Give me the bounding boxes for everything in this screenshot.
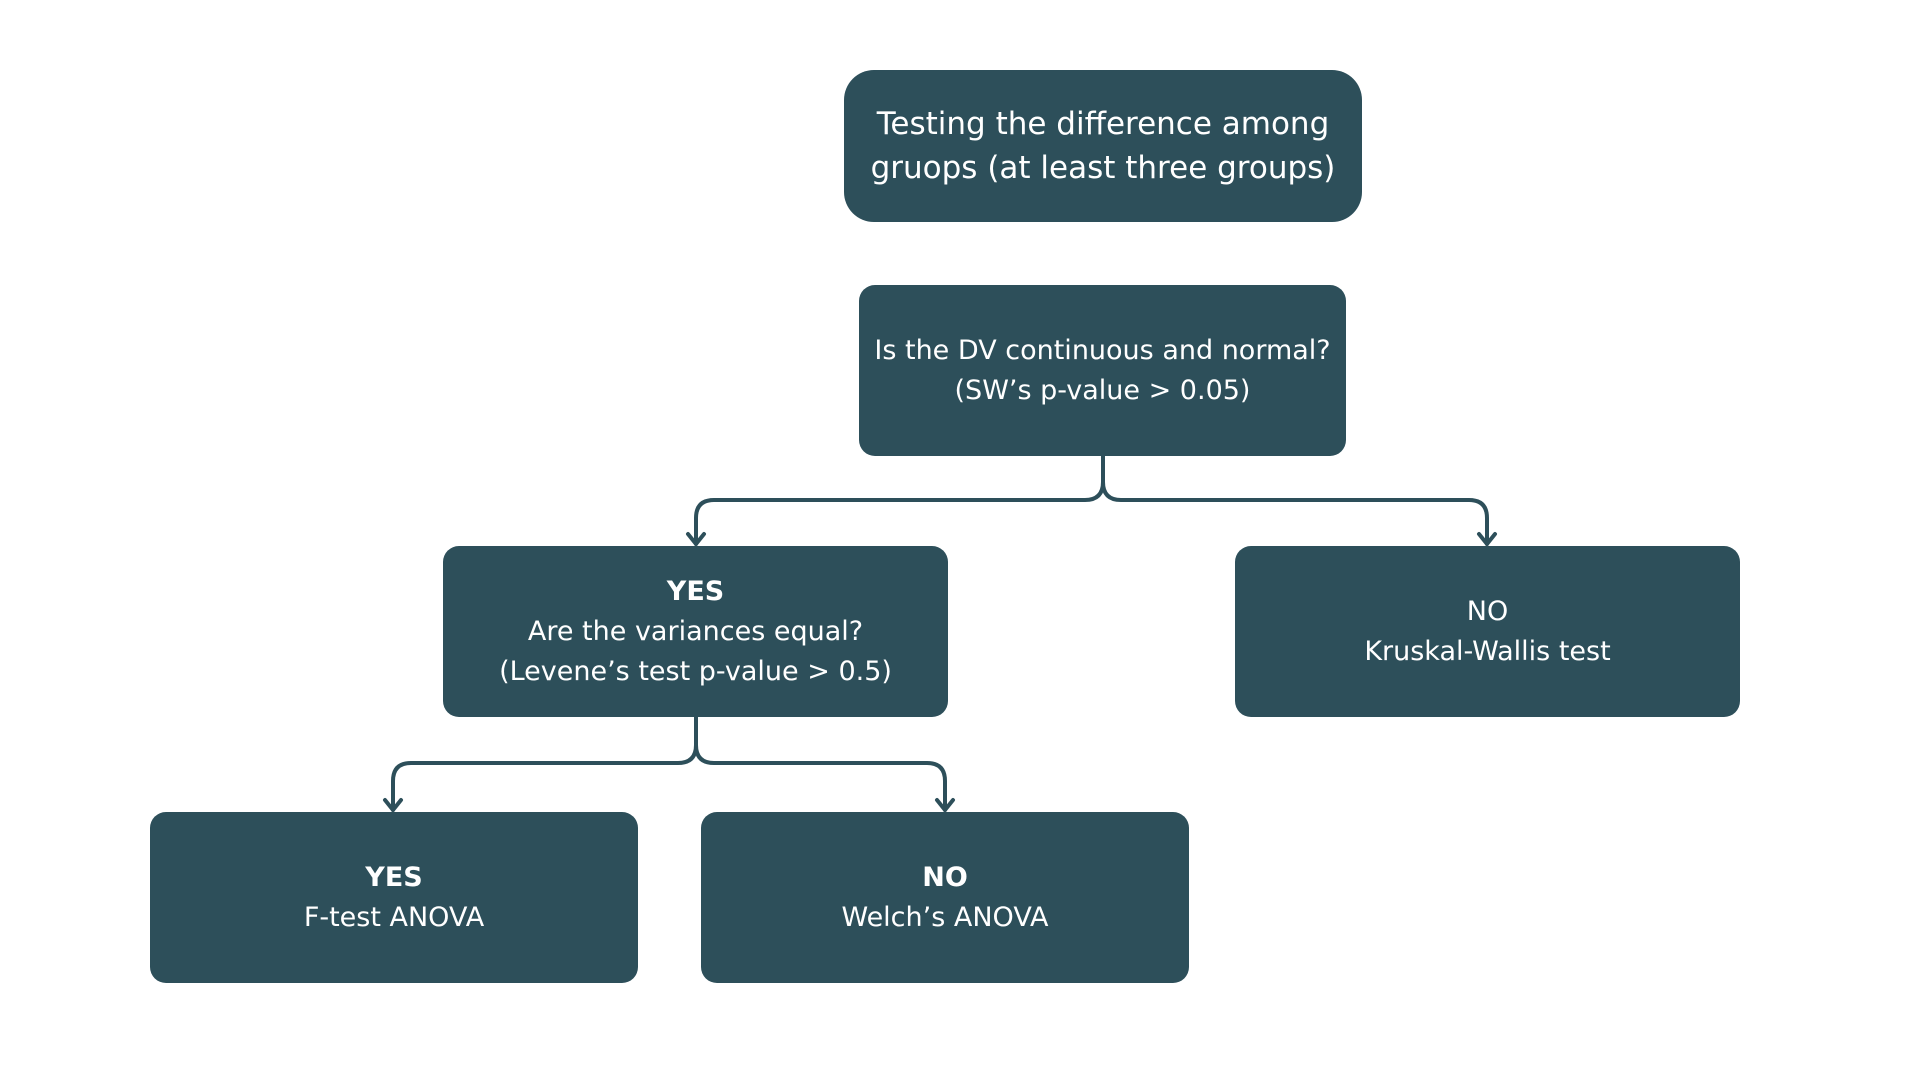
variance-question-line1: Are the variances equal?: [527, 615, 864, 647]
kruskal-wallis-label: Kruskal-Wallis test: [1364, 635, 1611, 667]
variance-yes-answer: YES: [365, 861, 423, 893]
normality-question-line1: Is the DV continuous and normal?: [874, 334, 1331, 366]
normality-question-node: Is the DV continuous and normal? (SW’s p…: [859, 285, 1346, 456]
normal-yes-node: YES Are the variances equal? (Levene’s t…: [443, 546, 948, 717]
variance-question-line2: (Levene’s test p-value > 0.5): [499, 655, 892, 687]
variance-no-node: NO Welch’s ANOVA: [701, 812, 1189, 983]
welch-anova-label: Welch’s ANOVA: [841, 901, 1049, 933]
normality-question-line2: (SW’s p-value > 0.05): [954, 374, 1251, 406]
arrowhead-welch: [935, 798, 955, 812]
connector-yes-to-welch: [694, 743, 947, 812]
arrowhead-ftest: [383, 798, 403, 812]
connector-question-to-no: [1101, 480, 1489, 546]
root-node-line2: gruops (at least three groups): [870, 150, 1336, 186]
f-test-anova-label: F-test ANOVA: [303, 901, 485, 933]
normal-yes-answer: YES: [666, 575, 725, 607]
variance-yes-node: YES F-test ANOVA: [150, 812, 638, 983]
connector-yes-to-ftest: [391, 715, 698, 812]
variance-no-answer: NO: [922, 861, 968, 893]
root-node: Testing the difference among gruops (at …: [844, 70, 1362, 222]
normal-no-node: NO Kruskal-Wallis test: [1235, 546, 1740, 717]
arrowhead-yes1: [686, 532, 706, 546]
normal-no-answer: NO: [1466, 595, 1509, 627]
arrowhead-no1: [1477, 532, 1497, 546]
root-node-line1: Testing the difference among: [876, 106, 1330, 142]
connector-question-to-yes: [694, 454, 1105, 546]
